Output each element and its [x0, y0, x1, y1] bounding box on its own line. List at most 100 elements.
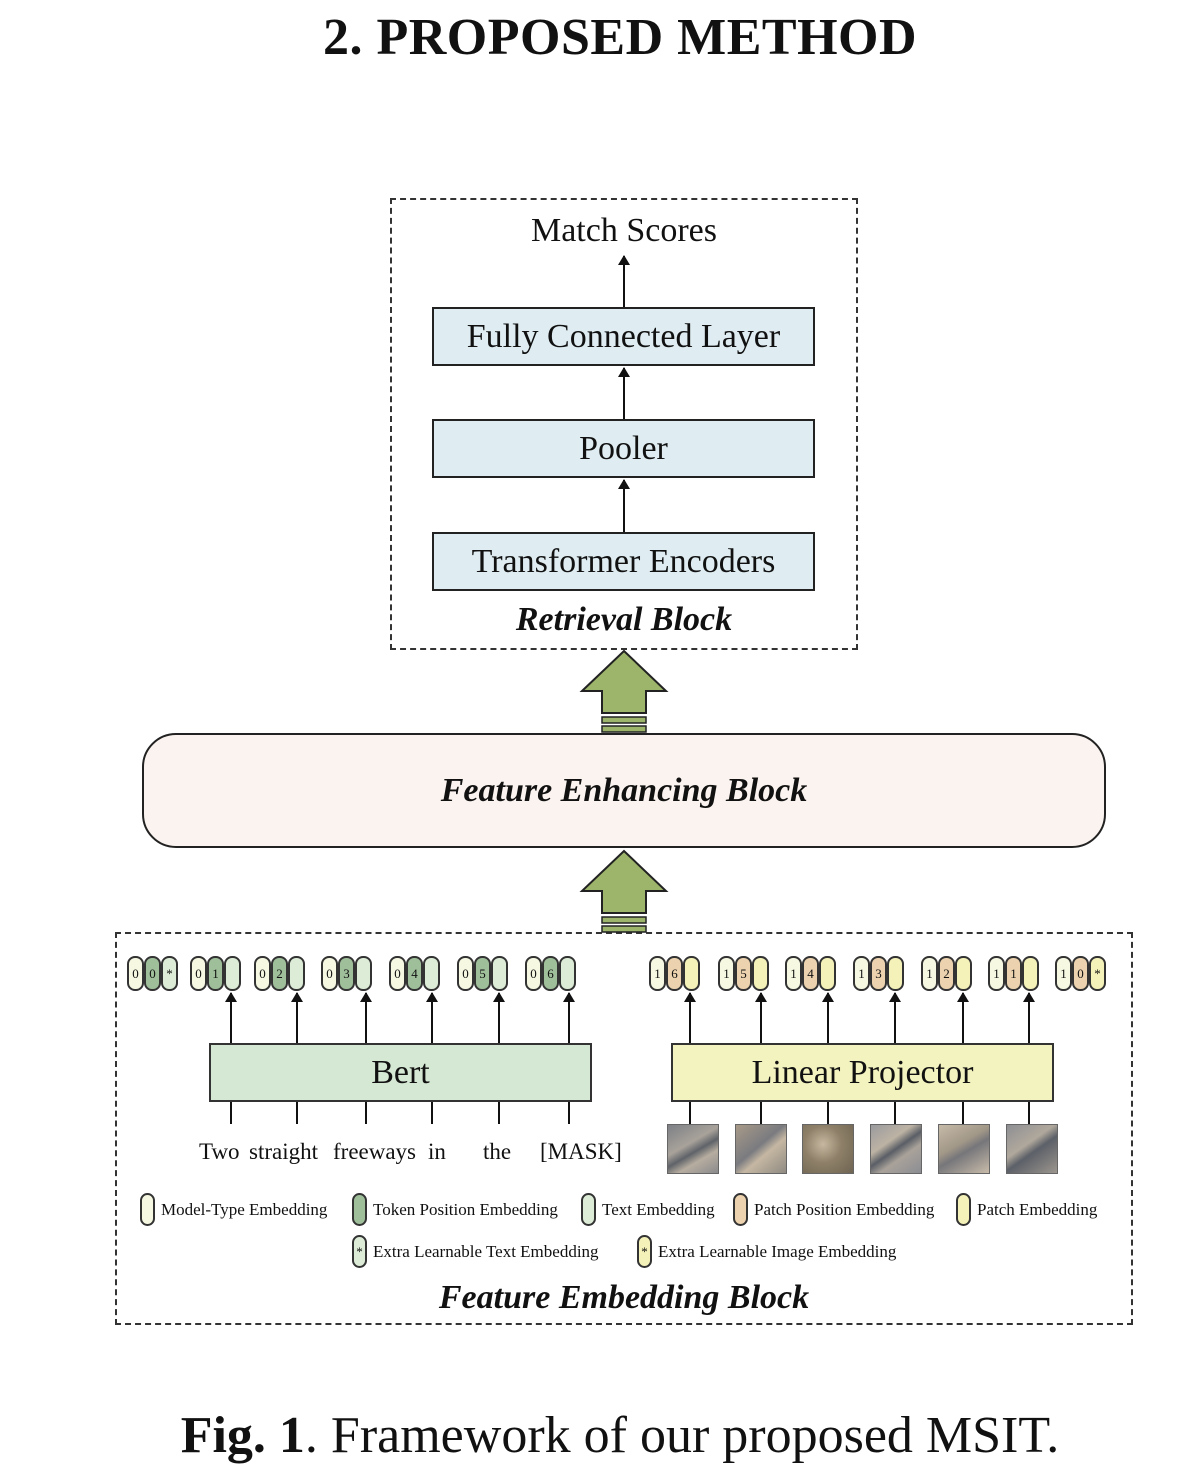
- image-token-label: 4: [807, 966, 814, 981]
- legend-extra-text-swatch: *: [352, 1235, 367, 1268]
- image-patch: [735, 1124, 787, 1174]
- image-token-label: 1: [1060, 966, 1067, 981]
- legend-extra-image-swatch: *: [637, 1235, 652, 1268]
- image-token-label: 6: [671, 966, 678, 981]
- text-token-pill: [338, 956, 355, 991]
- image-token-pill: [1055, 956, 1072, 991]
- legend-label: Extra Learnable Image Embedding: [658, 1241, 897, 1261]
- text-token-label: 0: [394, 966, 401, 981]
- big-arrow-head: [579, 649, 669, 714]
- text-token-pill: [161, 956, 178, 991]
- text-token-label: 0: [149, 966, 156, 981]
- image-token-label: 3: [875, 966, 882, 981]
- text-token-pill: [542, 956, 559, 991]
- image-patch: [1006, 1124, 1058, 1174]
- image-token-pill: [938, 956, 955, 991]
- legend-patch-position: Patch Position Embedding: [733, 1193, 934, 1226]
- figure-caption-text: . Framework of our proposed MSIT.: [304, 1407, 1060, 1464]
- legend-text-embedding-swatch: [581, 1193, 596, 1226]
- text-token-pill: [525, 956, 542, 991]
- image-token-label: 1: [790, 966, 797, 981]
- input-word: freeways: [333, 1139, 417, 1164]
- transformer-encoders-layer: Transformer Encoders: [432, 532, 815, 591]
- image-token-pill: [666, 956, 683, 991]
- text-token-pill: [457, 956, 474, 991]
- legend-token-position-swatch: [352, 1193, 367, 1226]
- legend-model-type-swatch: [140, 1193, 155, 1226]
- image-token-pill: [683, 956, 700, 991]
- legend-model-type: Model-Type Embedding: [140, 1193, 327, 1226]
- text-token-pill: [491, 956, 508, 991]
- image-token-label: 2: [943, 966, 950, 981]
- legend-patch-embedding-swatch: [956, 1193, 971, 1226]
- image-token-label: 1: [723, 966, 730, 981]
- image-patch: [870, 1124, 922, 1174]
- big-arrow-stripe: [601, 725, 647, 733]
- image-token-label: 1: [654, 966, 661, 981]
- text-token-label: 0: [259, 966, 266, 981]
- text-token-label: 0: [326, 966, 333, 981]
- image-token-pill: [853, 956, 870, 991]
- match-scores-label: Match Scores: [530, 212, 717, 249]
- image-token-pill: [955, 956, 972, 991]
- legend-extra-text: * Extra Learnable Text Embedding: [352, 1235, 599, 1268]
- legend-label: Token Position Embedding: [373, 1199, 558, 1219]
- text-token-pill: [423, 956, 440, 991]
- text-token-pill: [355, 956, 372, 991]
- image-token-label: 0: [1077, 966, 1084, 981]
- legend-label: Patch Embedding: [977, 1199, 1098, 1219]
- image-patch: [667, 1124, 719, 1174]
- big-arrow-stripe: [601, 916, 647, 924]
- image-token-pill: [1072, 956, 1089, 991]
- text-token-pill: [224, 956, 241, 991]
- image-token-label: 1: [1010, 966, 1017, 981]
- text-token-pill: [389, 956, 406, 991]
- image-token-label: 1: [858, 966, 865, 981]
- feature-embedding-label: Feature Embedding Block: [438, 1279, 810, 1316]
- image-token-pill: [988, 956, 1005, 991]
- image-token-label: *: [1094, 966, 1101, 981]
- image-token-label: 1: [926, 966, 933, 981]
- text-token-label: 5: [479, 966, 486, 981]
- feature-enhancing-label: Feature Enhancing Block: [440, 771, 808, 809]
- text-token-pill: [559, 956, 576, 991]
- text-token-pill: [271, 956, 288, 991]
- image-patch: [938, 1124, 990, 1174]
- legend-label: Model-Type Embedding: [161, 1199, 328, 1219]
- big-arrow-to-retrieval: [579, 649, 669, 733]
- text-token-pill: [406, 956, 423, 991]
- legend-patch-position-swatch: [733, 1193, 748, 1226]
- legend-label: Text Embedding: [602, 1199, 715, 1219]
- text-token-label: 4: [411, 966, 418, 981]
- image-patch: [802, 1124, 854, 1174]
- big-arrow-stripe: [601, 716, 647, 724]
- image-token-label: 5: [740, 966, 747, 981]
- text-token-label: 6: [547, 966, 554, 981]
- image-token-pill: [1022, 956, 1039, 991]
- retrieval-block: [390, 198, 858, 650]
- legend-extra-image: * Extra Learnable Image Embedding: [637, 1235, 896, 1268]
- image-token-pill: [921, 956, 938, 991]
- text-token-label: 3: [343, 966, 350, 981]
- figure-caption: Fig. 1. Framework of our proposed MSIT.: [0, 1406, 1204, 1465]
- image-token-label: 1: [993, 966, 1000, 981]
- input-word: Two: [199, 1139, 240, 1164]
- section-title: 2. PROPOSED METHOD: [322, 9, 918, 66]
- text-token-label: 1: [212, 966, 219, 981]
- input-word: [MASK]: [540, 1139, 622, 1164]
- input-word: straight: [249, 1139, 318, 1164]
- text-token-label: 2: [276, 966, 283, 981]
- image-token-pill: [785, 956, 802, 991]
